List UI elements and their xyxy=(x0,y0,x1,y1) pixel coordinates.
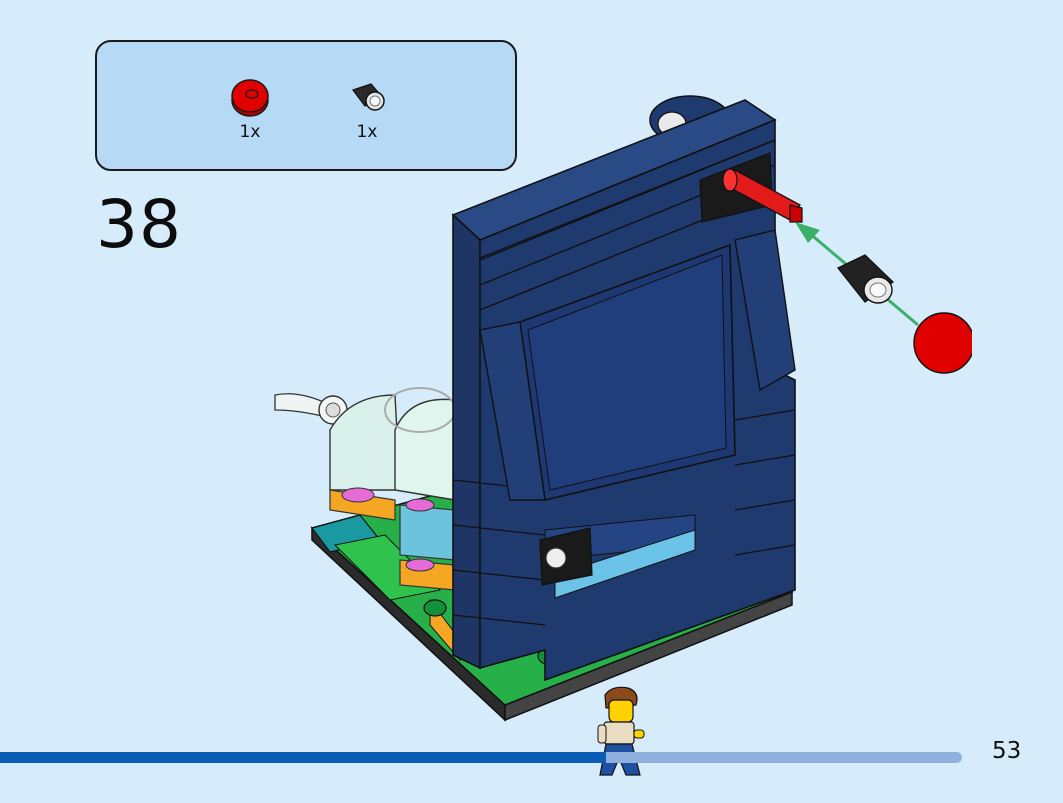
parts-item-quantity: 1x xyxy=(239,122,261,142)
parts-item-black-bush: 1x xyxy=(337,76,397,142)
arcade-cabinet xyxy=(451,99,796,682)
black-tube-bush-icon xyxy=(352,83,385,111)
step-number: 38 xyxy=(96,186,182,263)
page-number: 53 xyxy=(992,738,1022,764)
parts-list-panel: 1x 1x xyxy=(95,40,517,171)
red-plate-part xyxy=(913,310,980,376)
progress-bar xyxy=(0,752,962,763)
red-axle xyxy=(722,168,803,223)
parts-item-quantity: 1x xyxy=(356,122,378,142)
black-bush-part xyxy=(836,254,895,304)
progress-bar-fill xyxy=(0,752,607,763)
parts-item-red-plate: 1x xyxy=(220,76,280,142)
red-round-plate-icon xyxy=(231,79,269,117)
left-decoration xyxy=(274,387,456,591)
